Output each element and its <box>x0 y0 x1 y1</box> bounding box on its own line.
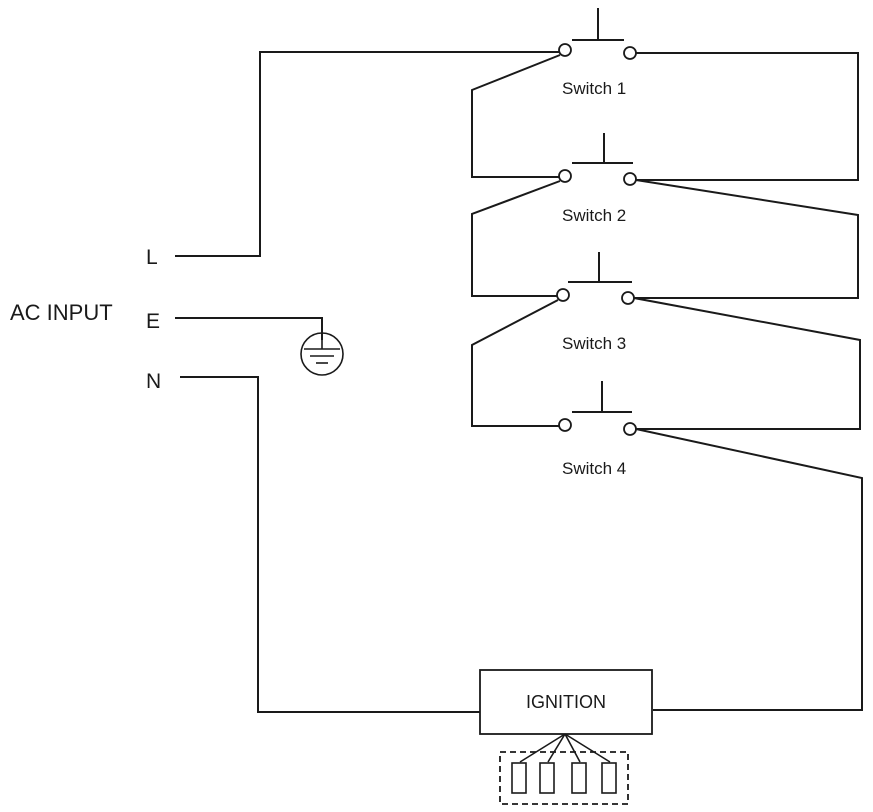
switch-4-left-contact <box>558 418 572 432</box>
switch-2-right-contact <box>623 172 637 186</box>
switch-3-left-contact <box>556 288 570 302</box>
switch-3-right-contact <box>621 291 635 305</box>
switch-1 <box>558 8 637 60</box>
wire-s2-left-to-s3-left <box>471 180 561 297</box>
neutral-wire <box>180 376 480 713</box>
switch-2 <box>558 133 637 186</box>
ac-input-label: AC INPUT <box>10 300 113 325</box>
terminal-label-n: N <box>146 370 161 393</box>
terminal-label-l: L <box>146 246 158 269</box>
wire-s2-right-to-s3-right <box>634 179 859 299</box>
switch-2-left-contact <box>558 169 572 183</box>
line-wire <box>175 51 560 257</box>
ground-symbol-icon <box>300 332 344 376</box>
wire-s4-to-ignition <box>635 428 863 711</box>
switch-4-label: Switch 4 <box>562 459 626 478</box>
switch-1-right-contact <box>623 46 637 60</box>
switch-1-left-contact <box>558 43 572 57</box>
switch-4-right-contact <box>623 422 637 436</box>
switch-4 <box>558 381 637 436</box>
wire-s3-left-to-s4-left <box>471 299 559 427</box>
igniter-electrode-icon <box>499 733 629 805</box>
terminal-label-e: E <box>146 310 160 333</box>
wire-s1-left-to-s2-left <box>471 54 561 178</box>
switch-2-label: Switch 2 <box>562 206 626 225</box>
switch-1-label: Switch 1 <box>562 79 626 98</box>
switch-3-label: Switch 3 <box>562 334 626 353</box>
switch-3 <box>556 252 635 305</box>
earth-wire <box>175 317 323 340</box>
ignition-label: IGNITION <box>526 692 606 712</box>
wire-s3-right-to-s4-right <box>633 297 861 430</box>
wire-s1-right-to-s2-right <box>636 52 859 181</box>
